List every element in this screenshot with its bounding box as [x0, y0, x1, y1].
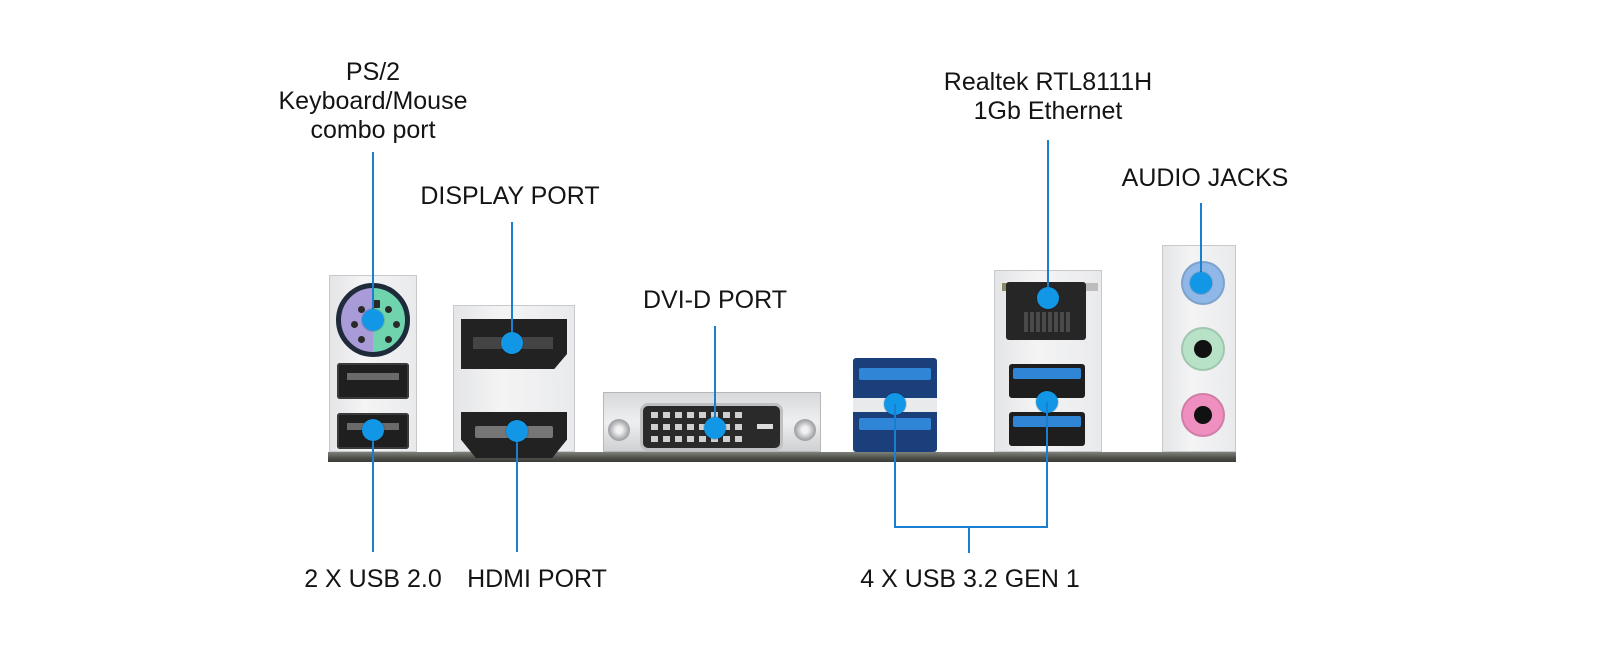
rj45-pin: [1024, 312, 1028, 332]
dvi-pin: [663, 424, 670, 430]
label-ps2-line-1: PS/2: [345, 58, 401, 86]
dvi-pin: [735, 436, 742, 442]
dvi-pin: [699, 412, 706, 418]
dvi-pin: [723, 436, 730, 442]
dvi-pin: [687, 424, 694, 430]
callout-dot-eth: [1037, 287, 1059, 309]
dvi-pin: [735, 424, 742, 430]
rj45-pin: [1066, 312, 1070, 332]
label-ethernet: Realtek RTL8111H 1Gb Ethernet: [930, 68, 1166, 126]
dvi-screw-right: [794, 419, 816, 441]
rj45-pin: [1030, 312, 1034, 332]
label-ps2: PS/2 Keyboard/Mouse combo port: [273, 58, 473, 145]
dvi-pin: [651, 412, 658, 418]
callout-dot-dp: [501, 332, 523, 354]
callout-dot-usb2: [362, 419, 384, 441]
displayport-connector: [461, 319, 567, 369]
label-audio: AUDIO JACKS: [1121, 164, 1289, 192]
label-ps2-line-2: Keyboard/Mouse: [278, 87, 468, 115]
dvi-pin: [675, 424, 682, 430]
label-hdmi: HDMI PORT: [467, 565, 607, 593]
rj45-pin: [1042, 312, 1046, 332]
usb2-port-1: [337, 363, 409, 399]
dvi-pin: [711, 436, 718, 442]
label-ethernet-line-2: 1Gb Ethernet: [973, 97, 1123, 125]
callout-line-hdmi: [516, 431, 518, 552]
dvi-pin: [651, 436, 658, 442]
dvi-pin: [735, 412, 742, 418]
dvi-pin: [723, 412, 730, 418]
callout-line-dp: [511, 222, 513, 343]
dvi-pin: [663, 412, 670, 418]
dvi-pin: [651, 424, 658, 430]
dvi-pin: [723, 424, 730, 430]
rj45-pin: [1048, 312, 1052, 332]
callout-line-usb3-left: [894, 404, 896, 527]
label-display-port: DISPLAY PORT: [420, 182, 600, 210]
label-ethernet-line-1: Realtek RTL8111H: [943, 68, 1153, 96]
audio-jack-line-out: [1181, 327, 1225, 371]
label-usb2: 2 X USB 2.0: [304, 565, 442, 593]
label-usb3: 4 X USB 3.2 GEN 1: [860, 565, 1080, 593]
dvi-screw-left: [608, 419, 630, 441]
rj45-pin: [1060, 312, 1064, 332]
callout-dot-dvi: [704, 417, 726, 439]
pcb-edge: [328, 452, 1236, 462]
callout-dot-hdmi: [506, 420, 528, 442]
label-ps2-line-3: combo port: [310, 116, 436, 144]
dvi-slot: [757, 424, 773, 429]
dvi-pin: [699, 436, 706, 442]
dvi-pin: [687, 412, 694, 418]
callout-line-audio: [1200, 203, 1202, 283]
rj45-pin: [1036, 312, 1040, 332]
callout-line-ps2: [372, 152, 374, 320]
dvi-pin: [699, 424, 706, 430]
callout-line-usb3-right: [1046, 402, 1048, 527]
dvi-pin: [675, 436, 682, 442]
dvi-pin: [675, 412, 682, 418]
callout-line-usb2: [372, 430, 374, 552]
dvi-pin: [663, 436, 670, 442]
callout-dot-audio: [1190, 272, 1212, 294]
dvi-pin: [687, 436, 694, 442]
callout-line-dvi: [714, 326, 716, 428]
label-dvi: DVI-D PORT: [643, 286, 787, 314]
callout-stem-usb3: [968, 526, 970, 553]
callout-bracket-usb3: [894, 526, 1048, 528]
audio-jack-mic: [1181, 393, 1225, 437]
rj45-pin: [1054, 312, 1058, 332]
callout-dot-ps2: [362, 309, 384, 331]
lan-led-right: [1086, 283, 1098, 291]
callout-line-eth: [1047, 140, 1049, 298]
